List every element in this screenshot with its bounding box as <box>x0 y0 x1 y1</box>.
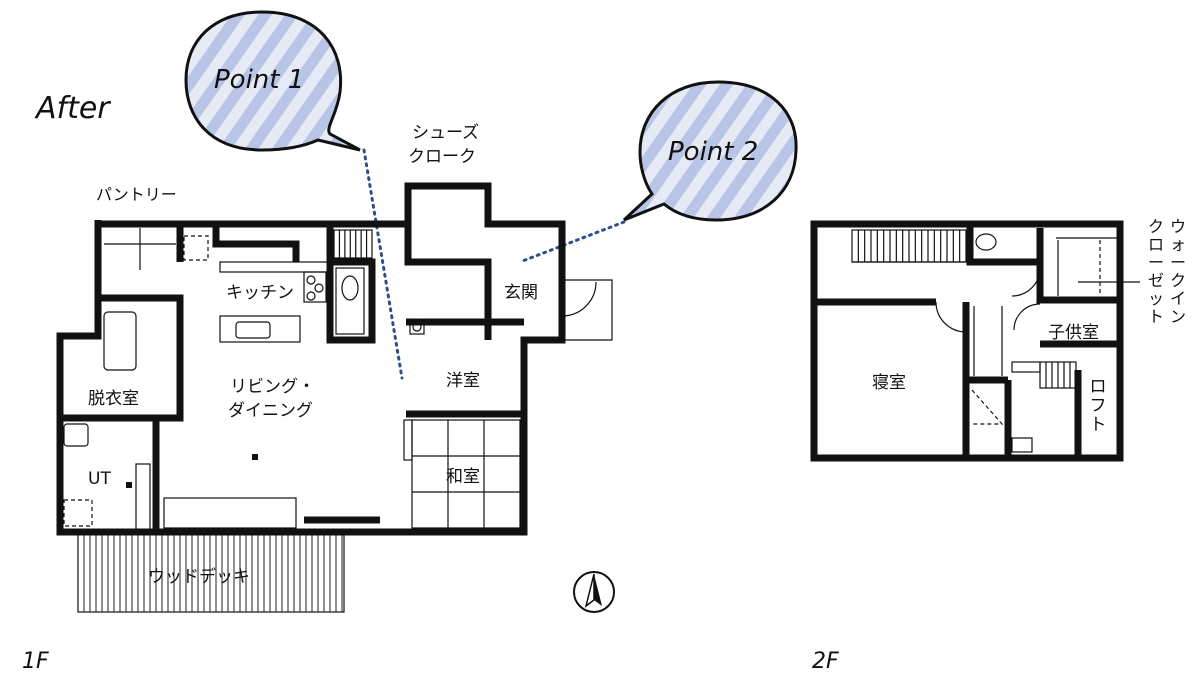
vertical-char: ォ <box>1170 235 1186 254</box>
bedroom-door-swing <box>935 301 967 333</box>
speech-bubble-icon <box>622 80 798 222</box>
loft-ladder <box>1039 361 1077 389</box>
callout-label: Point 2 <box>668 137 758 167</box>
callout-point2: Point 2 <box>622 80 798 222</box>
child-door-swing <box>1013 303 1041 331</box>
entrance-porch <box>562 279 613 341</box>
leader-line-point2 <box>518 220 626 264</box>
vertical-char: ン <box>1170 307 1186 326</box>
wood-deck <box>77 531 345 613</box>
room-label-ut: UT <box>88 469 111 489</box>
toilet-icon <box>341 275 359 301</box>
storage-door <box>971 389 1004 425</box>
north-arrow-icon <box>573 571 615 613</box>
room-label-deck: ウッドデッキ <box>148 566 250 587</box>
storage-shelf <box>135 463 151 531</box>
equipment-box <box>409 319 425 335</box>
room-label-shoes-line1: シューズ <box>412 123 479 143</box>
kitchen-island <box>219 315 301 343</box>
speech-bubble-icon <box>184 10 361 152</box>
vertical-char: ー <box>1148 253 1164 272</box>
stair-outline <box>333 229 373 259</box>
toilet-room <box>335 267 365 335</box>
room-label-kitchen: キッチン <box>226 283 294 303</box>
stove-icon <box>303 271 327 303</box>
interior-wall <box>326 224 376 344</box>
floor1-label: 1F <box>22 649 49 674</box>
bathtub-icon <box>103 311 137 371</box>
room-label-living-line1: リビング・ <box>230 377 315 397</box>
wc-door-swing <box>1011 267 1041 297</box>
room-label-shoes-line2: クローク <box>408 147 476 167</box>
interior-wall <box>404 224 492 340</box>
tatami-grid <box>403 419 521 529</box>
room-label-entrance: 玄関 <box>504 283 538 303</box>
stairs-1f <box>333 229 373 259</box>
vertical-char: ク <box>1148 217 1164 236</box>
room-label-child: 子供室 <box>1048 323 1099 343</box>
stairs-2f <box>851 229 967 263</box>
deck-hatch <box>83 532 343 612</box>
callout-point1: Point 1 <box>184 10 361 152</box>
sink-icon <box>235 321 271 339</box>
vertical-char: ト <box>1090 415 1107 435</box>
bench <box>1011 361 1041 373</box>
kitchen-counter <box>219 261 331 273</box>
shelf <box>1011 437 1033 453</box>
vertical-char: フ <box>1090 396 1107 416</box>
vertical-char: ー <box>1170 253 1186 272</box>
room-label-loft: ロフト <box>1090 377 1107 435</box>
washbasin-icon <box>63 423 89 447</box>
washer-space <box>63 499 93 527</box>
burner-icon <box>314 283 324 293</box>
floor2-outer-wall <box>810 220 1124 462</box>
burner-icon <box>306 291 316 301</box>
fridge-space <box>183 235 209 261</box>
room-label-living-line2: ダイニング <box>228 401 313 421</box>
floor2-label: 2F <box>812 649 839 674</box>
living-bench <box>163 497 297 529</box>
room-label-pantry: パントリー <box>96 185 177 204</box>
plan-title: After <box>34 91 111 126</box>
vertical-char: ゼ <box>1148 271 1164 290</box>
vertical-char: ロ <box>1090 377 1107 397</box>
vertical-char: ロ <box>1148 235 1164 254</box>
vertical-char: ク <box>1170 271 1186 290</box>
burner-icon <box>306 275 316 285</box>
column-mark <box>252 454 258 460</box>
interior-wall <box>212 224 300 262</box>
callout-label: Point 1 <box>214 65 304 95</box>
interior-wall <box>1036 228 1120 304</box>
equipment-icon <box>412 322 422 332</box>
vertical-char: ッ <box>1148 289 1164 308</box>
toilet-icon <box>975 233 997 251</box>
room-label-bedroom: 寝室 <box>872 372 906 393</box>
room-label-western: 洋室 <box>446 371 480 391</box>
floor1-plan: シューズ クローク パントリー キッチン 玄関 リビング・ ダイニング 洋室 脱… <box>22 123 615 674</box>
floor1-outer-wall <box>56 182 566 536</box>
vertical-char: ウ <box>1170 217 1186 236</box>
vertical-char: ト <box>1148 307 1164 326</box>
room-label-dressing: 脱衣室 <box>88 389 139 409</box>
interior-wall <box>60 294 184 422</box>
entrance-door-swing <box>561 281 597 317</box>
room-label-japanese: 和室 <box>446 467 480 487</box>
interior-wall <box>966 224 1040 266</box>
column-mark <box>126 482 132 488</box>
vertical-char: イ <box>1170 289 1186 308</box>
